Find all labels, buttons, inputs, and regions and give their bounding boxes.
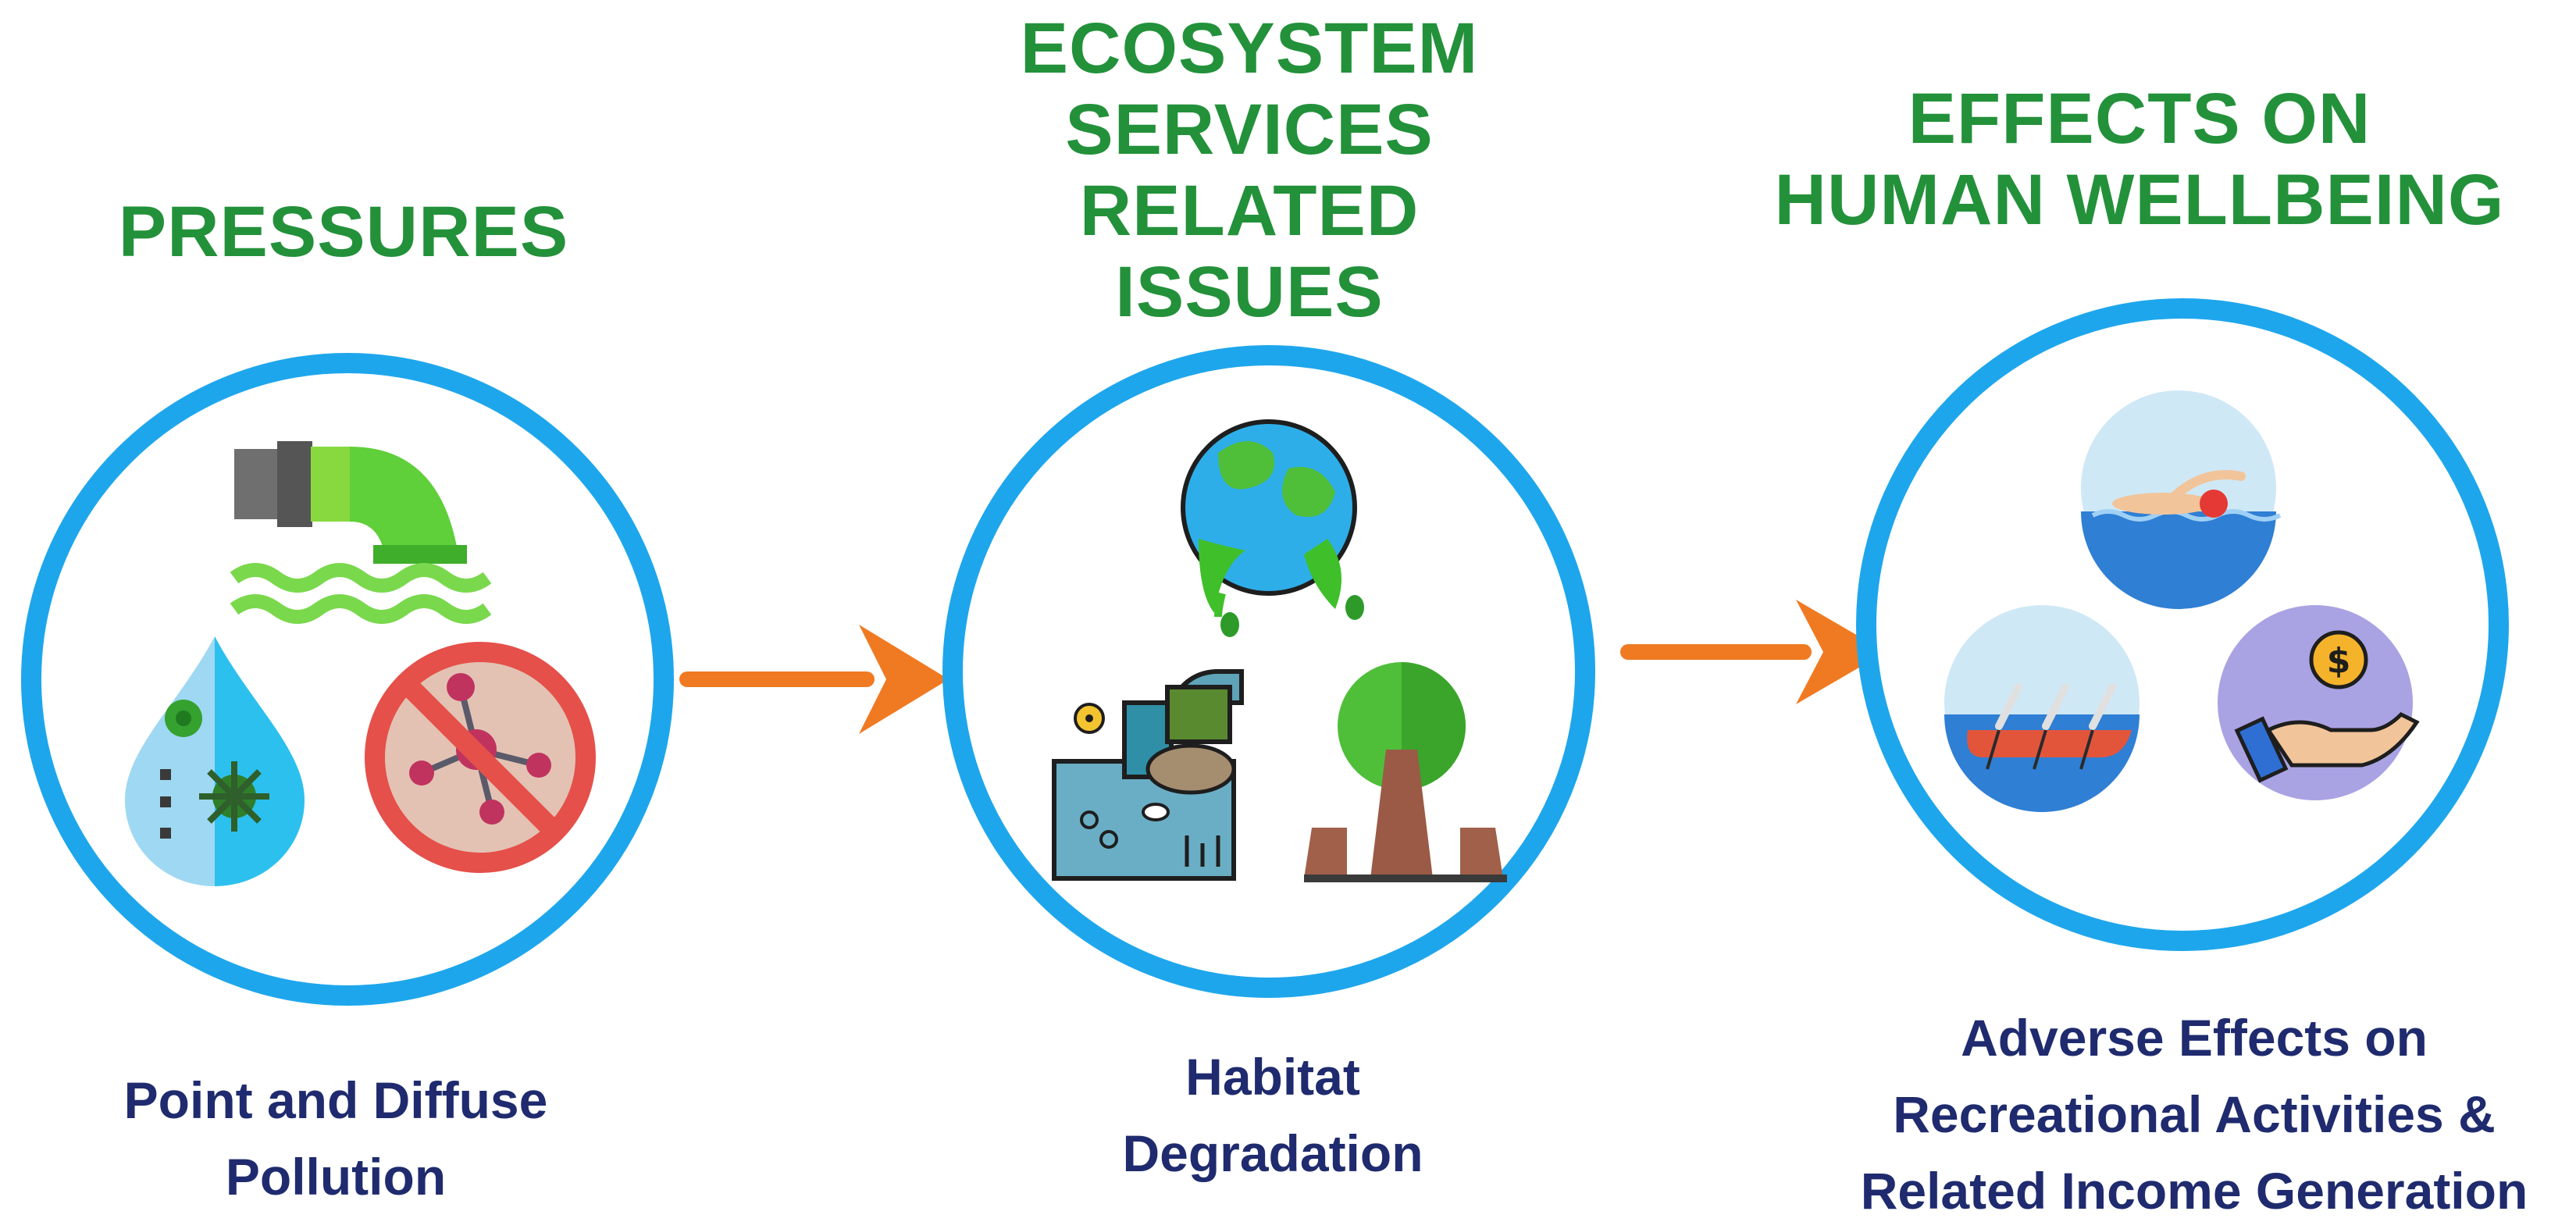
swimmer-icon bbox=[2081, 390, 2282, 609]
arrow-pressures-to-ecosystem bbox=[679, 625, 949, 734]
sewage-pipe-icon bbox=[230, 441, 492, 624]
svg-text:$: $ bbox=[2327, 641, 2351, 681]
contaminated-water-drop-icon bbox=[125, 636, 305, 886]
no-chemicals-icon bbox=[365, 642, 596, 873]
stage-title-human-wellbeing: EFFECTS ON HUMAN WELLBEING bbox=[1774, 79, 2505, 240]
stage-caption-pressures: Point and Diffuse Pollution bbox=[123, 1071, 548, 1206]
stage-caption-ecosystem-services: Habitat Degradation bbox=[1122, 1048, 1423, 1182]
arrow-ecosystem-to-wellbeing bbox=[1620, 600, 1886, 704]
deforestation-tree-icon bbox=[1304, 662, 1507, 882]
melting-earth-icon bbox=[1181, 419, 1364, 637]
rowing-boat-icon bbox=[1944, 605, 2140, 812]
stage-title-pressures: PRESSURES bbox=[118, 192, 569, 272]
stage-title-ecosystem-services: ECOSYSTEM SERVICES RELATED ISSUES bbox=[1020, 9, 1479, 332]
industrial-waste-water-icon bbox=[1052, 669, 1244, 881]
stage-caption-human-wellbeing: Adverse Effects on Recreational Activiti… bbox=[1860, 1009, 2528, 1220]
income-hand-coin-icon: $ bbox=[2218, 605, 2420, 800]
